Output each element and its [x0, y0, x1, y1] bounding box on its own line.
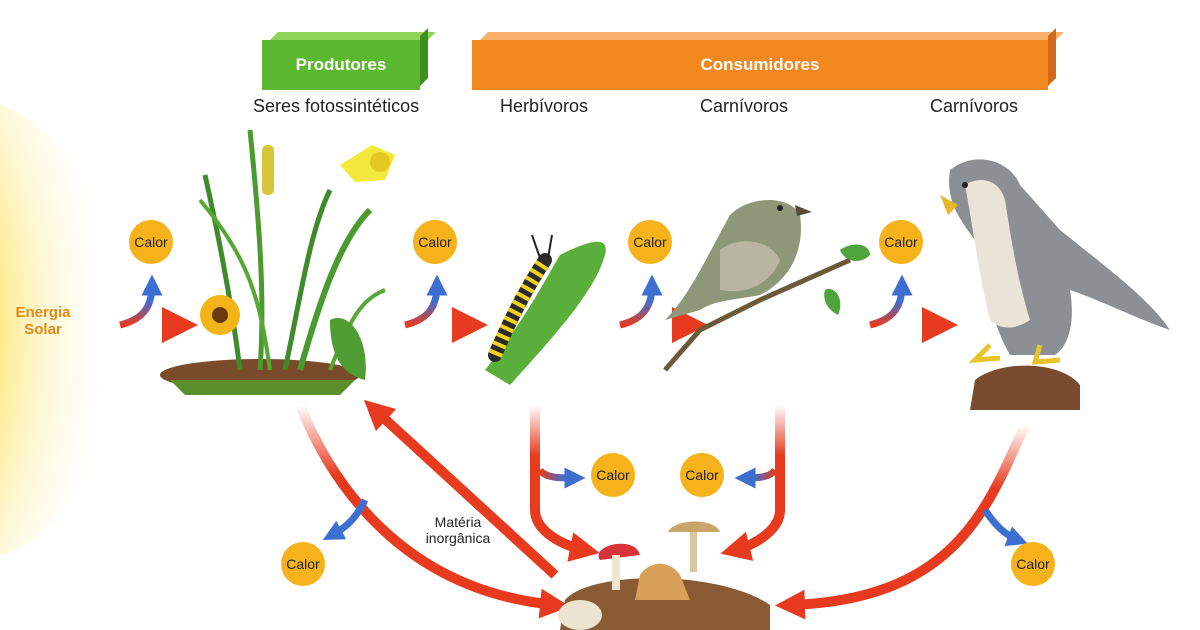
heat-badge: Calor [413, 220, 457, 264]
caterpillar-icon [485, 234, 606, 385]
heat-badge: Calor [591, 453, 635, 497]
sun-icon [0, 104, 120, 556]
solar-energy-label: Energia Solar [15, 304, 71, 338]
consumers-banner-label: Consumidores [700, 55, 820, 74]
heat-badge: Calor [628, 220, 672, 264]
heat-badge: Calor [1011, 542, 1055, 586]
consumers-banner: Consumidores [472, 28, 1064, 90]
producers-banner: Produtores [262, 28, 436, 90]
inorganic-matter-arrow [363, 399, 559, 579]
heat-badge: Calor [281, 542, 325, 586]
producers-label: Seres fotossintéticos [253, 96, 420, 116]
bird-icon [663, 200, 870, 372]
heat-badge: Calor [680, 453, 724, 497]
decomposers-icon [558, 521, 770, 630]
herbivores-label: Herbívoros [500, 96, 589, 116]
sunflower-icon [200, 295, 240, 335]
carnivores-label-1: Carnívoros [700, 96, 789, 116]
inorganic-matter-label: Matéria inorgânica [425, 514, 491, 546]
heat-badge: Calor [129, 220, 173, 264]
hawk-icon [940, 159, 1170, 410]
lower-heat-arrows [322, 467, 1028, 547]
heat-arrows [119, 274, 913, 329]
heat-badge: Calor [879, 220, 923, 264]
carnivores-label-2: Carnívoros [930, 96, 1019, 116]
plants-icon [160, 129, 395, 395]
producers-banner-label: Produtores [295, 55, 387, 74]
